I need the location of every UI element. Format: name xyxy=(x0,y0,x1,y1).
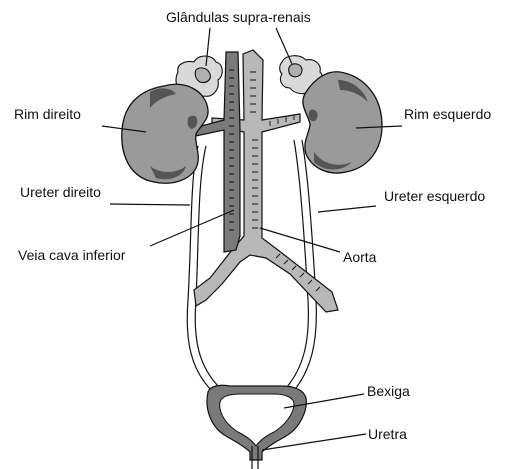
right-ureter xyxy=(187,146,220,393)
label-right-kidney: Rim direito xyxy=(14,106,81,122)
label-aorta: Aorta xyxy=(343,249,376,265)
label-vena-cava: Veia cava inferior xyxy=(18,247,125,263)
label-right-ureter: Ureter direito xyxy=(20,184,101,200)
right-kidney xyxy=(122,84,208,183)
label-left-kidney: Rim esquerdo xyxy=(404,106,491,122)
label-adrenal-glands: Glândulas supra-renais xyxy=(166,9,311,25)
label-left-ureter: Ureter esquerdo xyxy=(384,188,485,204)
left-kidney xyxy=(303,72,382,173)
bladder xyxy=(207,385,306,460)
label-bladder: Bexiga xyxy=(367,383,410,399)
label-urethra: Uretra xyxy=(368,426,407,442)
